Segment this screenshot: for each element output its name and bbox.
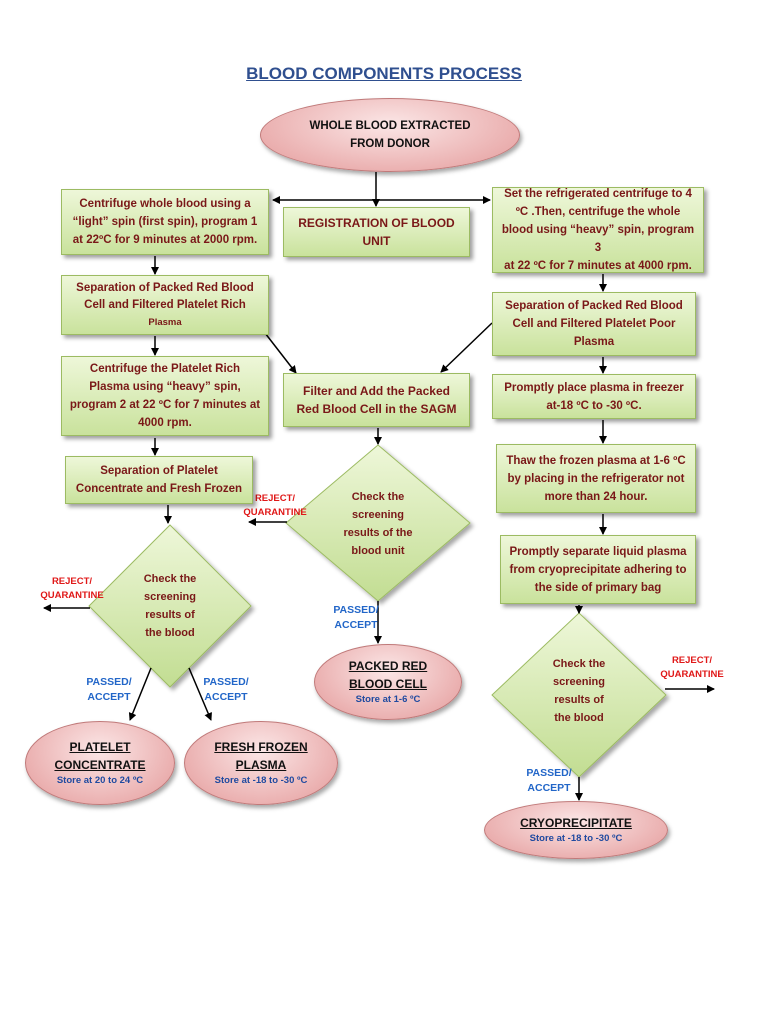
left-passed-label-2: PASSED/ ACCEPT [203,676,249,703]
right-check-text: Check the screening results of the blood [552,658,606,724]
left-passed-label-1: PASSED/ ACCEPT [86,676,132,703]
fresh-frozen-plasma-ellipse: FRESH FROZEN PLASMA Store at -18 to -30 … [184,721,338,805]
left-check-text: Check the screening results of the blood [143,573,197,639]
right-reject-label: REJECT/ QUARANTINE [660,655,724,680]
left-step1-box: Centrifuge whole blood using a“light” sp… [61,189,269,255]
left-check-diamond [88,524,252,688]
center-check-text: Check the screening results of the blood… [343,491,413,557]
arrow-left-check-to-ffp [188,667,212,721]
platelet-concentrate-ellipse: PLATELET CONCENTRATE Store at 20 to 24 º… [25,721,175,805]
cryoprecipitate-ellipse: CRYOPRECIPITATE Store at -18 to -30 ºC [484,801,668,859]
arrow-left-check-to-platelet [128,667,152,721]
center-reject-label: REJECT/ QUARANTINE [243,493,307,518]
arrow-left-step2-to-filter [264,332,297,374]
arrow-right-step2-to-filter [440,322,493,373]
page-title: BLOOD COMPONENTS PROCESS [246,64,522,83]
start-line-2: FROM DONOR [350,138,430,150]
left-reject-label: REJECT/ QUARANTINE [40,576,104,601]
start-whole-blood-ellipse: WHOLE BLOOD EXTRACTED FROM DONOR [260,98,520,172]
center-passed-label: PASSED/ ACCEPT [333,604,379,631]
start-line-1: WHOLE BLOOD EXTRACTED [309,120,471,132]
packed-red-blood-cell-ellipse: PACKED RED BLOOD CELL Store at 1-6 ºC [314,644,462,720]
right-passed-label: PASSED/ ACCEPT [526,767,572,794]
